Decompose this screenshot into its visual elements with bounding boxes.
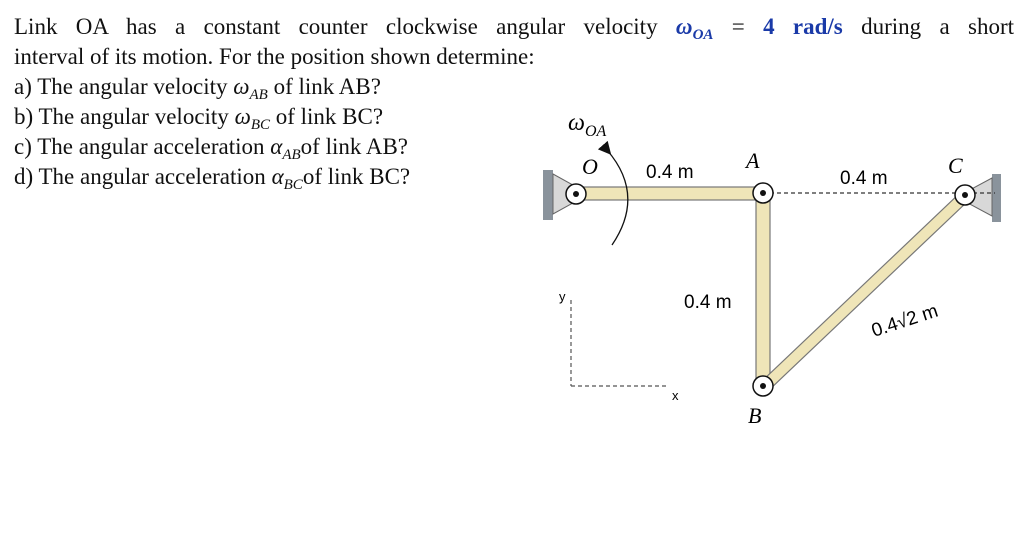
equals-sign: = bbox=[731, 14, 745, 39]
question-a: a) The angular velocity ωAB of link AB? bbox=[14, 74, 381, 103]
question-d: d) The angular acceleration αBCof link B… bbox=[14, 164, 411, 193]
label-c: C bbox=[948, 153, 963, 178]
right-wall bbox=[992, 174, 1001, 222]
length-bc-label: 0.4√2 m bbox=[869, 301, 941, 342]
pin-b bbox=[752, 375, 774, 397]
omega-oa-symbol: ωOA bbox=[675, 14, 714, 43]
pin-a bbox=[752, 182, 774, 204]
length-oa-label: 0.4 m bbox=[646, 162, 694, 183]
link-bc bbox=[759, 191, 970, 392]
label-a: A bbox=[744, 148, 760, 173]
omega-arrow bbox=[597, 140, 629, 246]
link-oa bbox=[576, 186, 764, 201]
label-b: B bbox=[748, 403, 761, 428]
problem-line-1: Link OA has a constant counter clockwise… bbox=[14, 12, 1015, 43]
intro-text: Link OA has a constant counter clockwise… bbox=[14, 14, 658, 39]
pin-c bbox=[954, 184, 976, 206]
left-wall bbox=[543, 170, 553, 220]
omega-oa-value: 4 rad/s bbox=[763, 14, 843, 39]
length-ab-label: 0.4 m bbox=[684, 292, 732, 313]
question-c: c) The angular acceleration αABof link A… bbox=[14, 134, 409, 163]
omega-oa-label: ωOA bbox=[568, 110, 607, 140]
y-axis-label: y bbox=[559, 289, 566, 304]
label-o: O bbox=[582, 154, 598, 179]
pin-o bbox=[565, 183, 587, 205]
problem-statement: Link OA has a constant counter clockwise… bbox=[14, 12, 1015, 193]
intro-text-end: during a short bbox=[861, 14, 1015, 39]
question-b: b) The angular velocity ωBC of link BC? bbox=[14, 104, 384, 133]
link-ab bbox=[755, 189, 771, 387]
x-axis-label: x bbox=[672, 388, 679, 403]
length-ac-label: 0.4 m bbox=[840, 168, 888, 189]
problem-line-2: interval of its motion. For the position… bbox=[14, 44, 535, 69]
